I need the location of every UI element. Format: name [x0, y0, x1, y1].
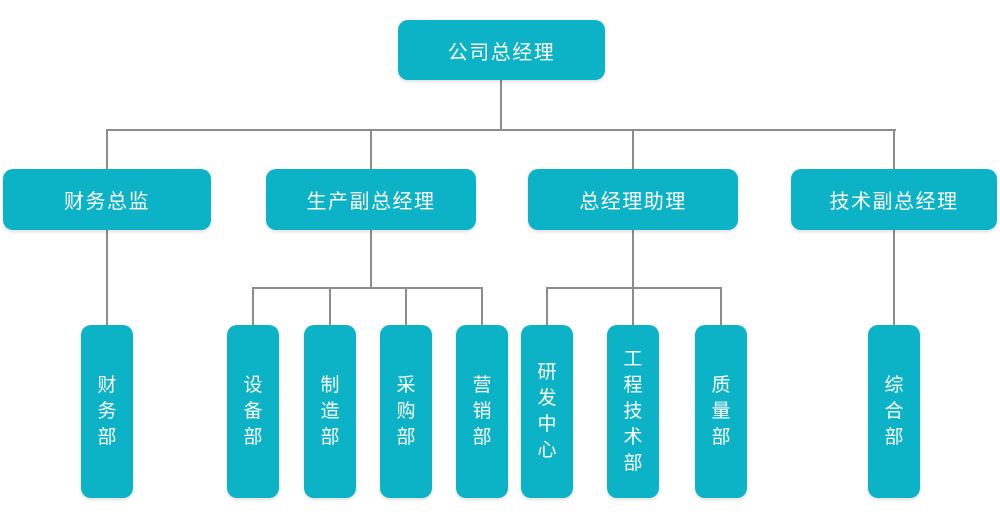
org-node-label: 财务部 — [97, 374, 117, 448]
connector-drop-finance-director — [106, 129, 108, 170]
connector-finance-dept — [106, 230, 108, 326]
org-node-label: 营销部 — [472, 374, 492, 448]
org-node-technical-vp: 技术副总经理 — [791, 169, 997, 230]
org-node-label: 质量部 — [711, 374, 731, 448]
connector-root-stem — [500, 80, 502, 130]
org-node-production-vp: 生产副总经理 — [266, 169, 476, 230]
org-node-label: 生产副总经理 — [306, 191, 436, 213]
connector-drop-engineering-tech-dept — [632, 287, 634, 326]
org-node-label: 综合部 — [884, 374, 904, 448]
connector-drop-purchasing-dept — [405, 287, 407, 326]
connector-drop-marketing-dept — [481, 287, 483, 326]
connector-drop-technical-vp — [893, 129, 895, 170]
connector-drop-gm-assistant — [632, 129, 634, 170]
connector-production-bar — [252, 287, 483, 289]
org-node-label: 工程技术部 — [623, 348, 643, 474]
connector-drop-rd-center — [546, 287, 548, 326]
org-node-general-affairs-dept: 综合部 — [868, 325, 920, 498]
org-node-purchasing-dept: 采购部 — [380, 325, 432, 498]
org-node-marketing-dept: 营销部 — [456, 325, 508, 498]
connector-drop-quality-dept — [720, 287, 722, 326]
org-node-label: 财务总监 — [64, 191, 150, 213]
org-node-label: 总经理助理 — [579, 191, 687, 213]
org-node-gm-assistant: 总经理助理 — [528, 169, 738, 230]
org-node-label: 设备部 — [243, 374, 263, 448]
connector-assistant-bar — [546, 287, 722, 289]
org-node-engineering-tech-dept: 工程技术部 — [607, 325, 659, 498]
connector-drop-equipment-dept — [252, 287, 254, 326]
org-node-quality-dept: 质量部 — [695, 325, 747, 498]
org-node-label: 技术副总经理 — [829, 191, 959, 213]
org-node-finance-dept: 财务部 — [81, 325, 133, 498]
org-node-label: 制造部 — [320, 374, 340, 448]
org-node-label: 研发中心 — [537, 361, 557, 461]
org-node-label: 采购部 — [396, 374, 416, 448]
connector-level2-bar — [106, 129, 896, 131]
org-node-general-manager: 公司总经理 — [398, 20, 605, 80]
connector-general-affairs-dept — [893, 230, 895, 326]
org-node-rd-center: 研发中心 — [521, 325, 573, 498]
org-node-equipment-dept: 设备部 — [227, 325, 279, 498]
org-node-label: 公司总经理 — [447, 41, 556, 64]
connector-drop-production-vp — [370, 129, 372, 170]
connector-production-stem — [370, 230, 372, 289]
org-node-manufacturing-dept: 制造部 — [304, 325, 356, 498]
connector-drop-manufacturing-dept — [329, 287, 331, 326]
org-node-finance-director: 财务总监 — [3, 169, 211, 230]
connector-assistant-stem — [632, 230, 634, 289]
